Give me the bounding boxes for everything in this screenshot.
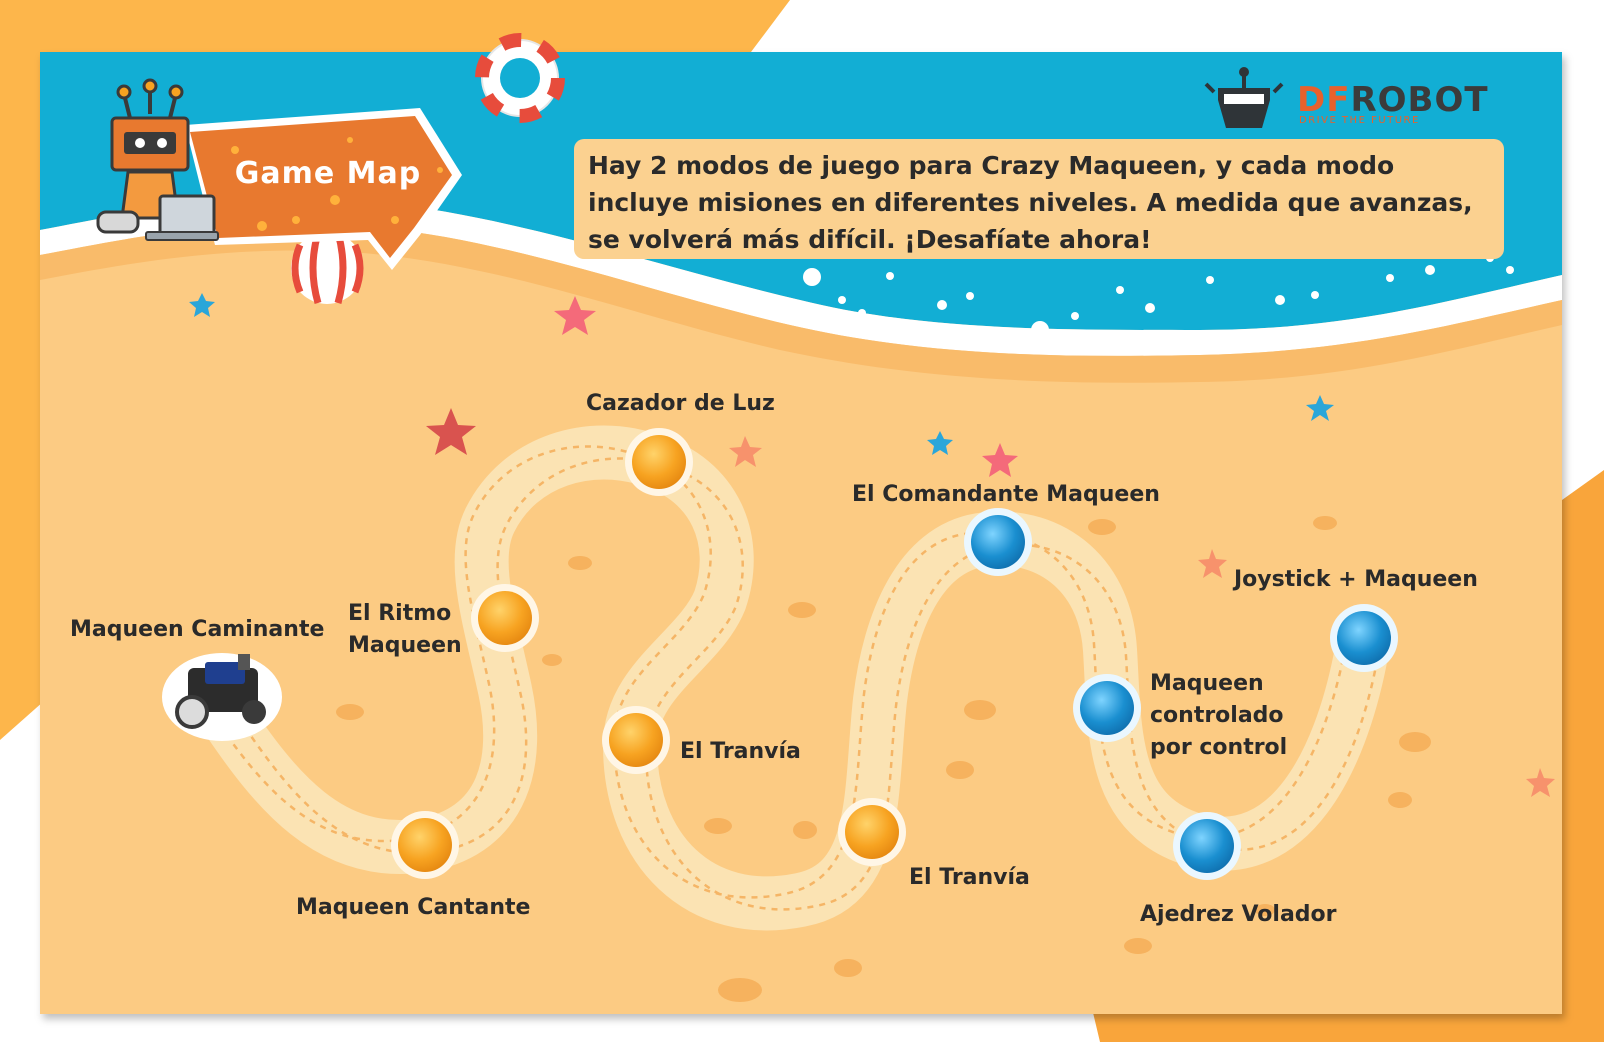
- beach-ball-icon: [291, 232, 364, 304]
- level-node-el-tranvia-2[interactable]: [838, 798, 906, 866]
- lifebuoy-icon: [475, 33, 565, 123]
- level-node-maqueen-controlado[interactable]: [1073, 674, 1141, 742]
- dfrobot-logo-icon: [1204, 67, 1284, 128]
- label-ajedrez-volador: Ajedrez Volador: [1140, 902, 1337, 927]
- maqueen-robot-car-icon[interactable]: [162, 653, 282, 741]
- game-map-banner: [185, 108, 462, 270]
- level-node-el-ritmo-maqueen[interactable]: [471, 584, 539, 652]
- intro-text: Hay 2 modos de juego para Crazy Maqueen,…: [574, 139, 1504, 259]
- brand-tagline: DRIVE THE FUTURE: [1299, 115, 1420, 126]
- sand-dots: [336, 516, 1431, 1002]
- level-node-joystick-maqueen[interactable]: [1330, 604, 1398, 672]
- label-el-tranvia-2: El Tranvía: [909, 865, 1030, 890]
- level-node-maqueen-cantante[interactable]: [391, 811, 459, 879]
- brand-robot: ROBOT: [1350, 80, 1489, 120]
- level-node-el-tranvia-1[interactable]: [602, 706, 670, 774]
- mascot-robot-icon: [96, 78, 219, 241]
- sea-bubbles: [803, 254, 1514, 339]
- starfish-icons: [189, 293, 1555, 797]
- level-nodes: [391, 428, 1398, 880]
- label-cazador-de-luz: Cazador de Luz: [586, 391, 775, 416]
- label-maqueen-cantante: Maqueen Cantante: [296, 895, 531, 920]
- label-el-ritmo-maqueen: El Ritmo Maqueen: [348, 601, 462, 658]
- label-el-comandante-maqueen: El Comandante Maqueen: [852, 482, 1160, 507]
- label-maqueen-caminante: Maqueen Caminante: [70, 617, 325, 642]
- brand-df: DF: [1297, 80, 1351, 120]
- level-node-cazador-de-luz[interactable]: [625, 428, 693, 496]
- level-node-el-comandante-maqueen[interactable]: [964, 508, 1032, 576]
- level-path: [195, 425, 1387, 931]
- level-node-ajedrez-volador[interactable]: [1173, 812, 1241, 880]
- label-maqueen-controlado: Maqueen controlado por control: [1150, 671, 1288, 760]
- brand-wordmark: DFROBOT: [1297, 80, 1489, 120]
- banner-title: Game Map: [234, 156, 422, 191]
- label-el-tranvia-1: El Tranvía: [680, 739, 801, 764]
- label-joystick-maqueen: Joystick + Maqueen: [1234, 567, 1478, 592]
